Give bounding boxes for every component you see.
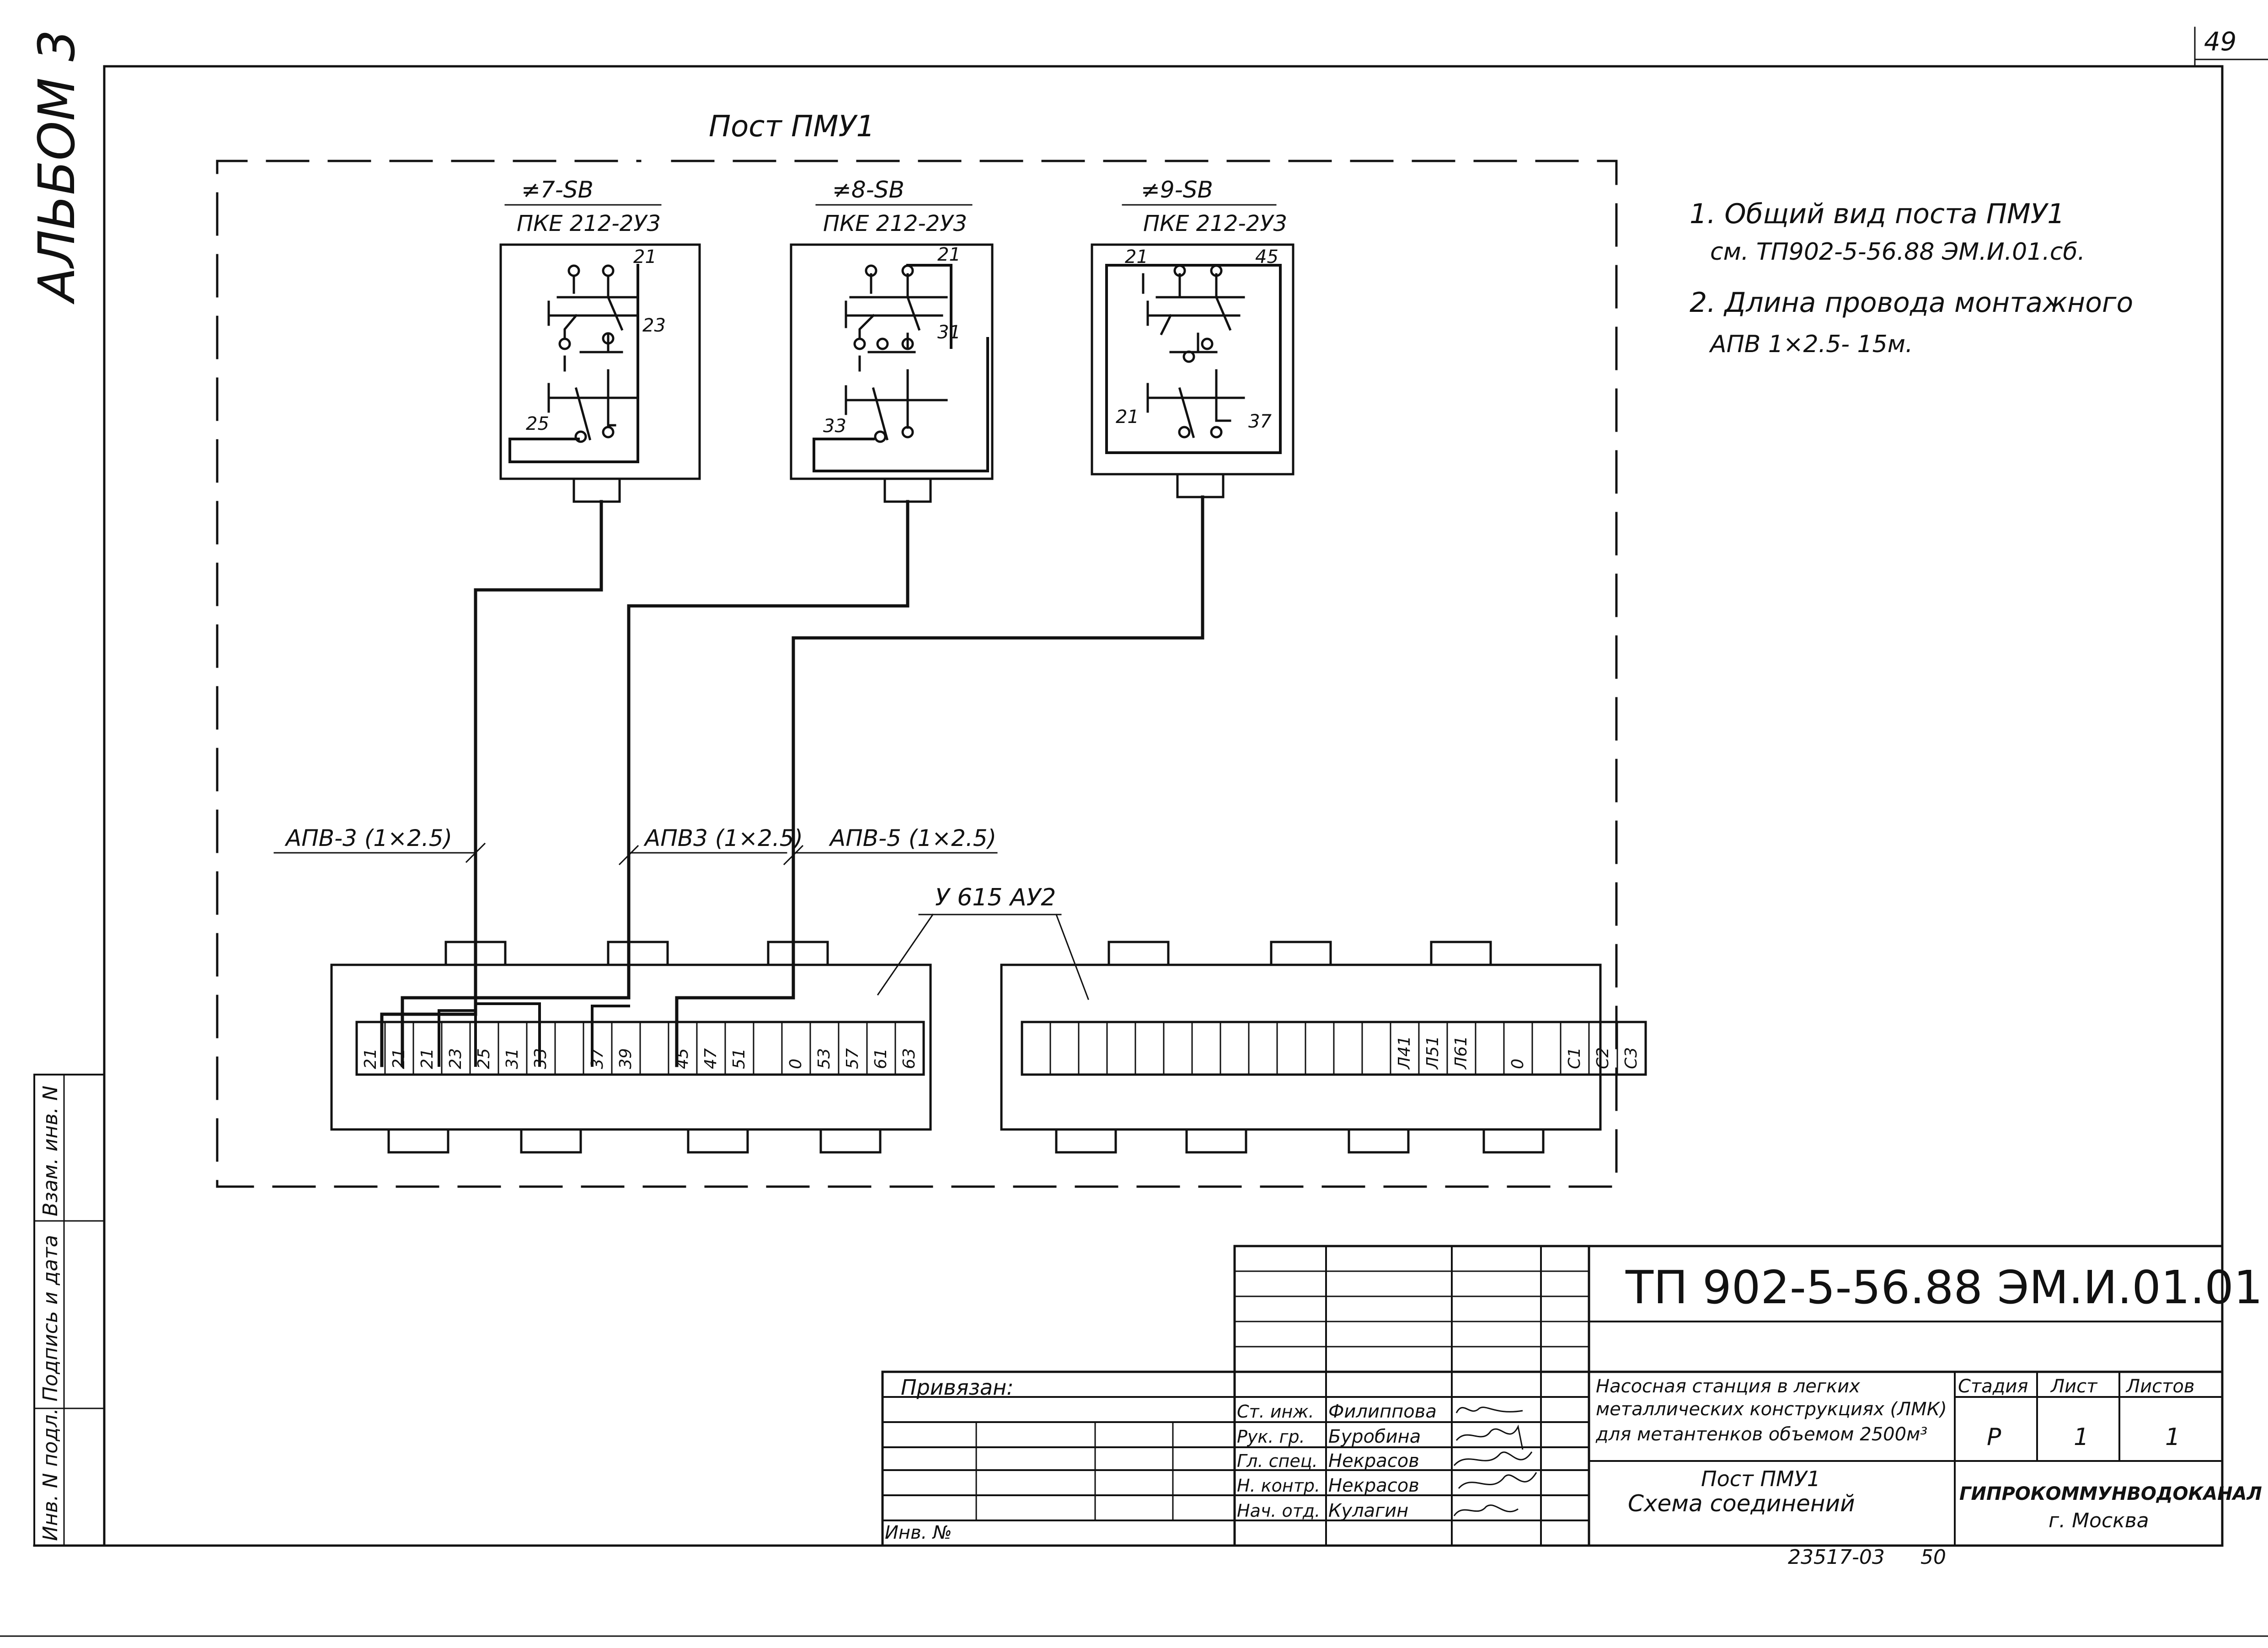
drawing-frame [0,27,2268,1637]
switch-8sb-type: ПКЕ 212-2У3 [823,211,967,236]
terminal-block-1-terminal-label: 21 [361,1048,380,1069]
switch-9sb: ≠9-SB ПКЕ 212-2У3 21 45 21 37 [1091,177,1294,498]
terminal-block-1-terminal-label: 45 [673,1048,692,1069]
terminal-block-1-terminal-label: 0 [786,1059,805,1069]
switch-9sb-contact: 21 [1125,246,1148,268]
terminal-block-1-terminal-label: 51 [730,1048,749,1069]
switch-7sb-number: ≠7-SB [521,177,594,203]
cable-routes [380,495,1204,1067]
terminal-block-1-terminal-label: 31 [503,1048,522,1069]
note-1: 1. Общий вид поста ПМУ1 [1690,198,2065,230]
terminal-block-1-terminal-label: 23 [446,1048,465,1069]
signatures [1453,1407,1537,1516]
side-stamp-signature: Подпись и дата [39,1235,62,1402]
switch-9sb-contact: 21 [1116,407,1139,428]
sheet-title-1: Пост ПМУ1 [1701,1466,1820,1491]
inventory-label: Инв. № [885,1522,952,1543]
switch-7sb-contact: 23 [642,315,666,336]
footer-number: 50 [1920,1546,1946,1569]
note-1-ref: см. ТП902-5-56.88 ЭМ.И.01.сб. [1710,238,2085,266]
sheet-label: Лист [2050,1376,2098,1397]
terminal-block-1: 21 21 21 23 25 31 33 37 39 45 47 51 0 53 57 61 63 [330,941,932,1154]
staff-name: Кулагин [1328,1500,1408,1521]
sheet-title-2: Схема соединений [1628,1490,1855,1517]
album-label: АЛЬБОМ 3 [27,30,86,305]
page-number: 49 [2204,27,2236,57]
organization-name: ГИПРОКОММУНВОДОКАНАЛ [1959,1483,2262,1504]
staff-role: Гл. спец. [1237,1451,1318,1471]
staff-name: Некрасов [1328,1450,1419,1471]
terminal-block-2-terminal-label: С3 [1622,1047,1641,1069]
bound-label: Привязан: [901,1375,1014,1400]
sheets-label: Листов [2125,1376,2194,1397]
terminal-block-2-terminal-label: Л41 [1395,1036,1414,1070]
switch-9sb-contact: 37 [1248,411,1272,432]
switch-8sb-number: ≠8-SB [832,177,904,203]
terminal-block-2-terminal-label: С1 [1565,1047,1584,1069]
note-2-wire: АПВ 1×2.5- 15м. [1709,331,1913,358]
post-title: Пост ПМУ1 [709,110,875,144]
terminal-block-2-terminal-label: 0 [1508,1059,1527,1069]
staff-role: Ст. инж. [1237,1402,1314,1422]
sheet-value: 1 [2074,1423,2089,1451]
stage-value: Р [1987,1423,2001,1451]
footer-code: 23517-03 [1788,1546,1885,1569]
terminal-block-2-terminal-label: Л61 [1452,1036,1471,1070]
staff-name: Филиппова [1328,1401,1437,1422]
terminal-block-1-terminal-label: 21 [390,1048,408,1069]
terminal-block-2-terminal-label: С2 [1594,1047,1612,1069]
switch-8sb-box [790,243,994,480]
terminal-block-1-terminal-label: 57 [843,1048,862,1069]
switch-8sb: ≠8-SB ПКЕ 212-2У3 21 31 33 [790,177,994,503]
staff-name: Некрасов [1328,1475,1419,1496]
title-block: ТП 902-5-56.88 ЭМ.И.01.01 Привязан: Инв.… [881,1245,2263,1569]
staff-name: Буробина [1328,1426,1421,1447]
drawing-code: ТП 902-5-56.88 ЭМ.И.01.01 [1625,1261,2263,1314]
staff-role: Рук. гр. [1237,1427,1305,1447]
terminal-block-1-terminal-label: 37 [588,1048,607,1069]
side-stamp-inv: Инв. N подл. [39,1408,62,1541]
cable-label-3: АПВ-5 (1×2.5) [829,825,996,851]
terminal-block-2: Л41 Л51 Л61 0 С1 С2 С3 [1000,941,1647,1154]
terminal-block-2-terminal-label: Л51 [1423,1036,1442,1070]
stage-label: Стадия [1958,1376,2028,1397]
switch-7sb: ≠7-SB ПКЕ 212-2У3 21 23 25 [499,177,701,503]
side-stamp-replacement: Взам. инв. N [39,1086,62,1216]
terminal-block-label: У 615 АУ2 [935,884,1056,911]
switch-7sb-type: ПКЕ 212-2У3 [517,211,661,236]
side-stamp: Инв. N подл. Подпись и дата Взам. инв. N [33,1074,105,1546]
project-line-1: Насосная станция в легких [1596,1376,1860,1397]
project-line-2: металлических конструкциях (ЛМК) [1596,1399,1947,1420]
switch-8sb-contact: 21 [937,244,961,265]
note-2: 2. Длина провода монтажного [1690,287,2133,319]
switch-9sb-contact: 45 [1255,246,1278,268]
switch-9sb-type: ПКЕ 212-2У3 [1143,211,1287,236]
cable-labels: АПВ-3 (1×2.5) АПВ3 (1×2.5) АПВ-5 (1×2.5) [273,825,998,866]
switch-7sb-box [499,243,701,480]
notes: 1. Общий вид поста ПМУ1 см. ТП902-5-56.8… [1690,198,2133,358]
switch-7sb-contact: 25 [526,413,549,434]
terminal-block-1-terminal-label: 25 [475,1048,493,1069]
terminal-block-1-terminal-label: 33 [531,1048,550,1069]
switch-8sb-contact: 31 [937,322,961,343]
terminal-block-1-terminal-label: 53 [815,1048,834,1069]
cable-label-1: АПВ-3 (1×2.5) [284,825,452,851]
sheets-value: 1 [2165,1423,2180,1451]
switch-8sb-contact: 33 [823,416,846,437]
organization-city: г. Москва [2049,1509,2149,1532]
terminal-block-1-terminal-label: 39 [616,1048,635,1069]
switch-7sb-contact: 21 [633,246,657,268]
terminal-block-1-terminal-label: 21 [418,1048,437,1069]
terminal-block-1-terminal-label: 63 [900,1048,919,1069]
cable-label-2: АПВ3 (1×2.5) [643,825,803,851]
switch-9sb-number: ≠9-SB [1141,177,1213,203]
post-enclosure [216,160,1618,1188]
project-line-3: для метантенков объемом 2500м³ [1595,1424,1927,1445]
terminal-block-1-terminal-label: 47 [701,1048,720,1069]
staff-role: Нач. отд. [1237,1501,1320,1521]
staff-role: Н. контр. [1237,1476,1320,1496]
terminal-block-1-terminal-label: 61 [872,1048,890,1069]
